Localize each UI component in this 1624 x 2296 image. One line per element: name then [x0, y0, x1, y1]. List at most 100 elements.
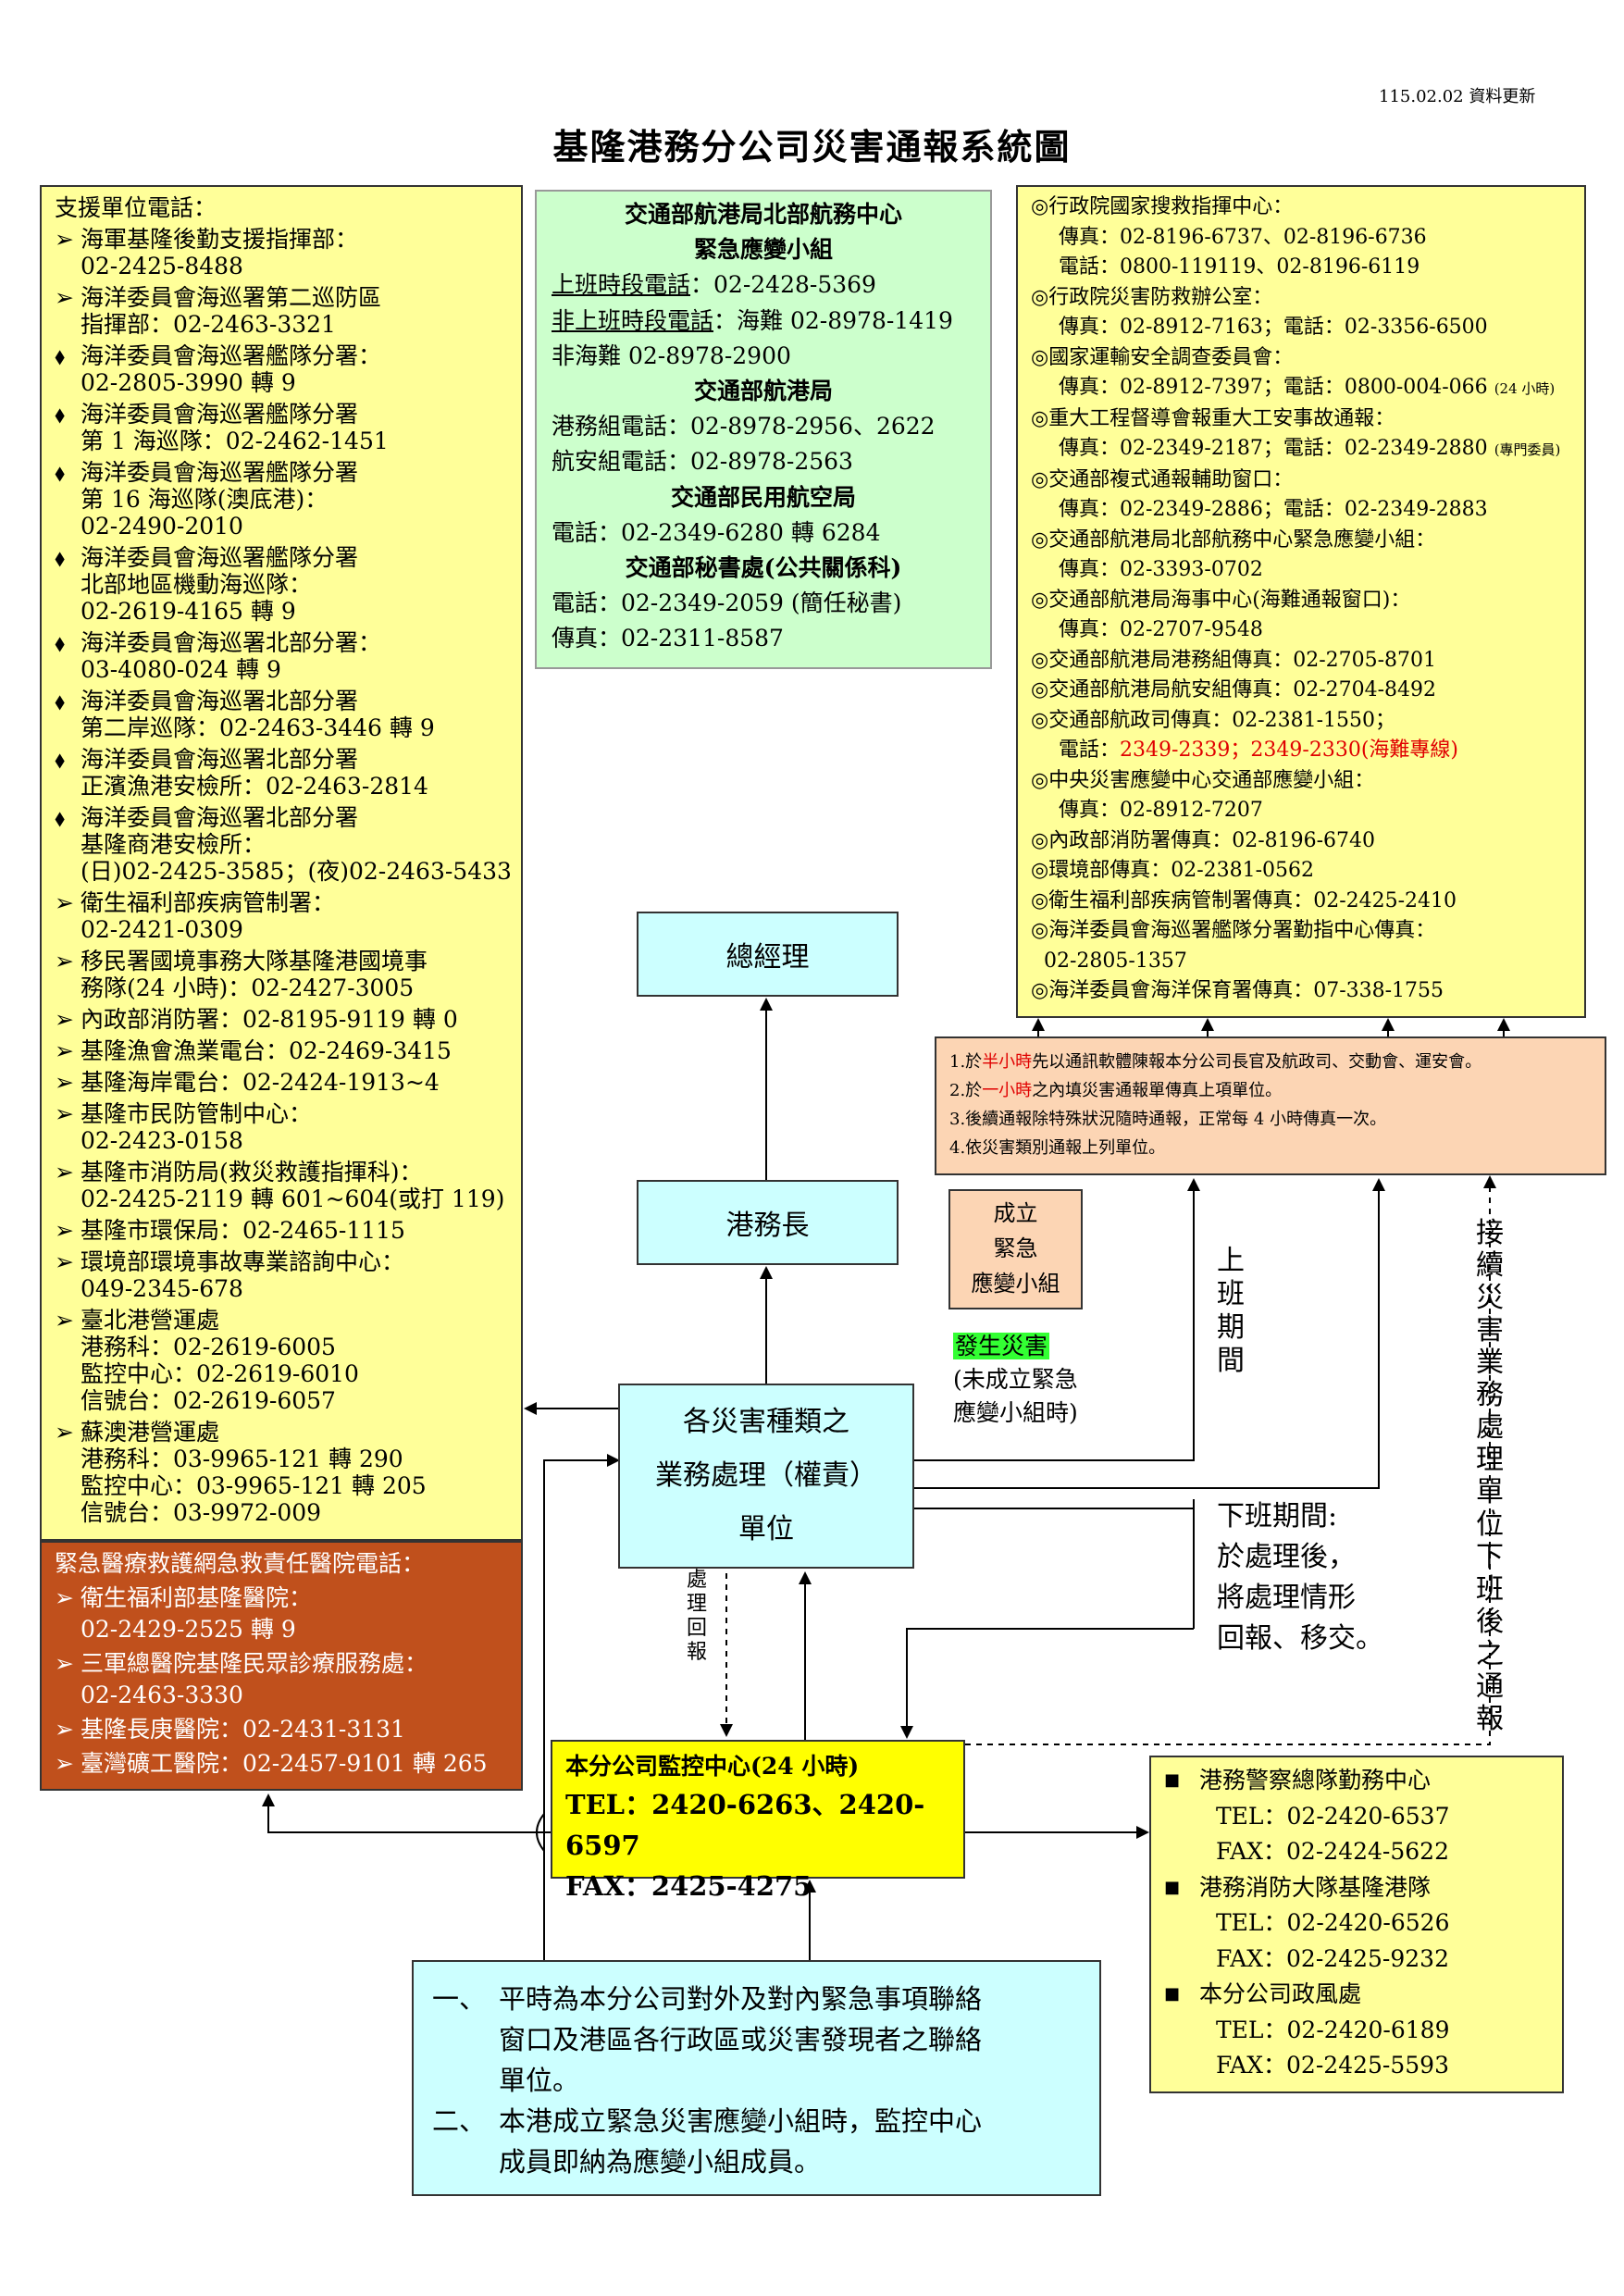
vertical-char: 接: [1476, 1217, 1504, 1249]
item-text: 02-2463-3330: [81, 1682, 243, 1708]
arrow-notes-to-dept: [543, 1454, 620, 1960]
bullet-icon: ⬧: [55, 459, 66, 486]
item-text: 基隆市環保局：02-2465-1115: [81, 1217, 405, 1244]
item-text: 第二岸巡隊：02-2463-3446 轉 9: [81, 714, 435, 741]
item-text: 信號台：03-9972-009: [81, 1499, 322, 1526]
center-line-4: 港務組電話：02-8978-2956、2622: [552, 413, 936, 441]
item-text: 基隆市消防局(救災救護指揮科)：: [81, 1159, 423, 1185]
agency-line: ◎行政院國家搜救指揮中心：: [1031, 195, 1294, 218]
vertical-char: 後: [1476, 1606, 1504, 1638]
vertical-char: 下: [1476, 1541, 1504, 1573]
vertical-char: 上: [1217, 1245, 1245, 1277]
support-heading: 支援單位電話：: [55, 194, 217, 221]
note-text: 本港成立緊急災害應變小組時，監控中心: [499, 2105, 983, 2137]
item-text: 海洋委員會海巡署艦隊分署: [81, 401, 359, 428]
list-item: ➢基隆海岸電台：02-2424-1913~4: [55, 1069, 508, 1096]
dept-line-2: 業務處理（權責）: [655, 1459, 877, 1492]
agency-line: ◎內政部消防署傳真：02-8196-6740: [1031, 828, 1376, 852]
bullet-icon: ➢: [55, 1419, 74, 1446]
update-note: 115.02.02 資料更新: [1379, 87, 1536, 106]
bullet-icon: ⬧: [55, 342, 66, 369]
center-line-5: 航安組電話：02-8978-2563: [552, 448, 853, 476]
list-item: ⬧海洋委員會海巡署艦隊分署北部地區機動海巡隊：02-2619-4165 轉 9: [55, 544, 508, 625]
item-text: 蘇澳港營運處: [81, 1419, 220, 1446]
fire-fax: FAX：02-2425-9232: [1216, 1944, 1449, 1972]
bullet-icon: ➢: [55, 1716, 74, 1743]
agency-line: 傳真：02-8196-6737、02-8196-6736: [1059, 225, 1427, 249]
bullet-icon: ⬧: [55, 804, 66, 831]
ethics-fax: FAX：02-2425-5593: [1216, 2052, 1449, 2079]
item-text: 第 1 海巡隊：02-2462-1451: [81, 428, 389, 454]
vertical-char: 回: [686, 1617, 707, 1640]
bullet-icon: ⬧: [55, 688, 66, 714]
disaster-line-1: (未成立緊急: [953, 1366, 1078, 1393]
list-item: ➢基隆市民防管制中心：02-2423-0158: [55, 1100, 508, 1154]
center-heading-3: 交通部航港局: [693, 378, 833, 405]
fire-tel: TEL：02-2420-6526: [1216, 1909, 1450, 1936]
item-text: 海洋委員會海巡署北部分署: [81, 746, 359, 773]
item-text: 基隆市民防管制中心：: [81, 1100, 313, 1127]
off-duty-line-2: 於處理後，: [1217, 1541, 1356, 1573]
list-item: ⬧海洋委員會海巡署艦隊分署：02-2805-3990 轉 9: [55, 342, 508, 396]
bullet-icon: ■: [1164, 1984, 1181, 2004]
monitor-title: 本分公司監控中心(24 小時): [565, 1753, 860, 1780]
arrow-monitor-to-medical: [262, 1793, 551, 1833]
item-text: 務隊(24 小時)：02-2427-3005: [81, 974, 415, 1001]
general-manager-box: 總經理: [637, 912, 899, 997]
team-line-1: 成立: [993, 1200, 1038, 1226]
police-tel: TEL：02-2420-6537: [1216, 1802, 1450, 1830]
center-line-8: 傳真：02-2311-8587: [552, 625, 784, 652]
monitor-fax: FAX：2425-4275: [565, 1870, 812, 1902]
bullet-icon: ➢: [55, 1217, 74, 1244]
agency-line: ◎交通部航港局北部航務中心緊急應變小組：: [1031, 527, 1436, 552]
arrow-handover: [965, 1175, 1496, 1745]
disaster-highlight: 發生災害: [953, 1333, 1050, 1359]
center-heading-2: 緊急應變小組: [693, 236, 833, 264]
agency-line: ◎交通部複式通報輔助窗口：: [1031, 467, 1294, 491]
item-text: 02-2805-3990 轉 9: [81, 369, 296, 396]
northern-navigation-center-box: 交通部航港局北部航務中心 緊急應變小組 上班時段電話：02-2428-5369 …: [535, 190, 992, 669]
police-unit: 港務警察總隊勤務中心: [1199, 1767, 1432, 1793]
vertical-char: 業: [1476, 1347, 1504, 1379]
vertical-char: 間: [1217, 1345, 1245, 1377]
item-text: 港務科：03-9965-121 轉 290: [81, 1446, 403, 1472]
bullet-icon: ➢: [55, 889, 74, 916]
item-text: 三軍總醫院基隆民眾診療服務處：: [81, 1650, 428, 1677]
harbor-master-box: 港務長: [637, 1180, 899, 1265]
agency-line: 電話：0800-119119、02-8196-6119: [1059, 255, 1420, 279]
item-text: 環境部環境事故專業諮詢中心：: [81, 1248, 405, 1275]
bullet-icon: ➢: [55, 1584, 74, 1611]
police-fire-box: ■港務警察總隊勤務中心 TEL：02-2420-6537 FAX：02-2424…: [1149, 1756, 1564, 2093]
vertical-char: 報: [686, 1641, 707, 1664]
agency-line: 傳真：02-8912-7397；電話：0800-004-066 (24 小時): [1059, 376, 1556, 399]
item-text: 海洋委員會海巡署北部分署: [81, 688, 359, 714]
fire-unit: 港務消防大隊基隆港隊: [1199, 1873, 1432, 1901]
center-heading-5: 交通部秘書處(公共關係科): [625, 554, 902, 582]
list-item: ⬧海洋委員會海巡署艦隊分署第 16 海巡隊(澳底港)：02-2490-2010: [55, 459, 508, 540]
bullet-icon: ➢: [55, 1100, 74, 1127]
list-item: ➢海軍基隆後勤支援指揮部：02-2425-8488: [55, 226, 508, 279]
list-item: ➢內政部消防署：02-8195-9119 轉 0: [55, 1006, 508, 1033]
agency-line: 傳真：02-8912-7207: [1059, 799, 1263, 822]
disaster-line-2: 應變小組時): [953, 1399, 1078, 1426]
agency-line: 電話：2349-2339；2349-2330(海難專線): [1059, 738, 1459, 762]
bullet-icon: ⬧: [55, 544, 66, 571]
item-text: 海洋委員會海巡署第二巡防區: [81, 284, 382, 311]
item-text: 海軍基隆後勤支援指揮部：: [81, 226, 359, 253]
center-line-7: 電話：02-2349-2059 (簡任秘書): [552, 590, 902, 617]
bullet-icon: ➢: [55, 1037, 74, 1064]
item-text: 基隆海岸電台：02-2424-1913~4: [81, 1069, 440, 1096]
off-duty-label: 下班期間: 於處理後， 將處理情形 回報、移交。: [1217, 1496, 1383, 1659]
agency-line: ◎海洋委員會海巡署艦隊分署勤指中心傳真：: [1031, 919, 1436, 942]
item-text: 內政部消防署：02-8195-9119 轉 0: [81, 1006, 458, 1033]
bullet-icon: ⬧: [55, 746, 66, 773]
bullet-icon: ➢: [55, 284, 74, 311]
agency-line: ◎海洋委員會海洋保育署傳真：07-338-1755: [1031, 979, 1444, 1002]
ethics-unit: 本分公司政風處: [1199, 1980, 1362, 2007]
list-item: ➢臺灣礦工醫院：02-2457-9101 轉 265: [55, 1748, 508, 1780]
list-item: ➢基隆長庚醫院：02-2431-3131: [55, 1714, 508, 1745]
disaster-occurs-label: 發生災害 (未成立緊急 應變小組時): [953, 1330, 1078, 1430]
